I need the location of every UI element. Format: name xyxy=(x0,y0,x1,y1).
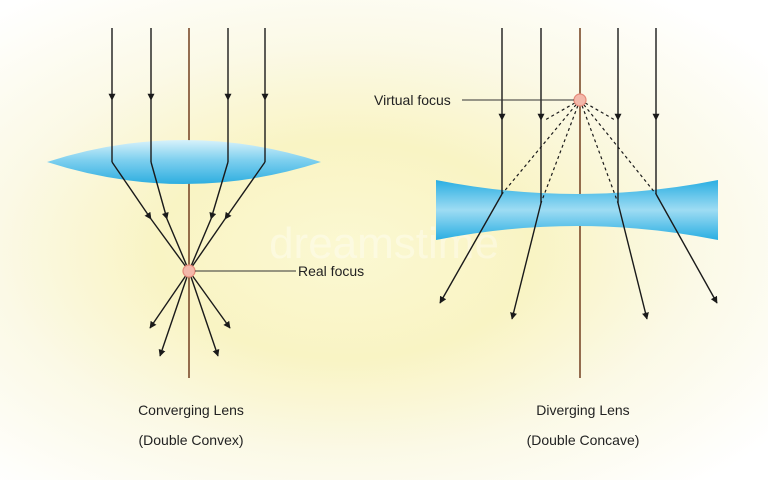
construction-line xyxy=(544,99,581,121)
diverging-refracted-rays xyxy=(439,193,718,320)
refracted-ray xyxy=(150,161,169,220)
refracted-ray xyxy=(188,270,220,357)
converging-lens-diagram: Real focus Converging Lens (Double Conve… xyxy=(47,28,364,448)
construction-line xyxy=(540,99,581,204)
real-focus-marker xyxy=(182,264,196,278)
refracted-ray xyxy=(149,270,190,329)
refracted-ray xyxy=(510,202,542,320)
construction-line xyxy=(501,99,581,195)
refracted-ray xyxy=(188,270,231,329)
refracted-ray xyxy=(188,218,212,272)
diverging-lens-subtitle: (Double Concave) xyxy=(527,432,640,448)
refracted-ray xyxy=(655,193,718,304)
converging-lens-title: Converging Lens xyxy=(138,402,244,418)
concave-lens-shape xyxy=(436,180,718,240)
converging-incident-rays xyxy=(108,28,269,162)
refracted-ray xyxy=(439,193,503,304)
refracted-ray xyxy=(188,218,226,272)
refracted-ray xyxy=(166,218,190,272)
construction-line xyxy=(579,99,616,121)
virtual-focus-construction-lines xyxy=(501,99,657,204)
refracted-ray xyxy=(617,202,649,320)
refracted-ray xyxy=(111,161,152,220)
diverging-lens-title: Diverging Lens xyxy=(536,402,629,418)
converging-lens-subtitle: (Double Convex) xyxy=(138,432,243,448)
refracted-ray xyxy=(158,270,190,357)
diverging-incident-rays xyxy=(498,28,660,203)
refracted-ray xyxy=(209,161,229,220)
virtual-focus-marker xyxy=(573,93,587,107)
construction-line xyxy=(579,99,657,195)
convex-lens-shape xyxy=(47,140,321,184)
diverging-lens-diagram: Virtual focus Diverging Lens (Double Con… xyxy=(374,28,718,448)
virtual-focus-label: Virtual focus xyxy=(374,92,451,108)
refracted-ray xyxy=(150,218,190,272)
construction-line xyxy=(579,99,619,204)
converging-refracted-rays xyxy=(111,161,266,357)
real-focus-label: Real focus xyxy=(298,263,364,279)
refracted-ray xyxy=(224,161,266,220)
